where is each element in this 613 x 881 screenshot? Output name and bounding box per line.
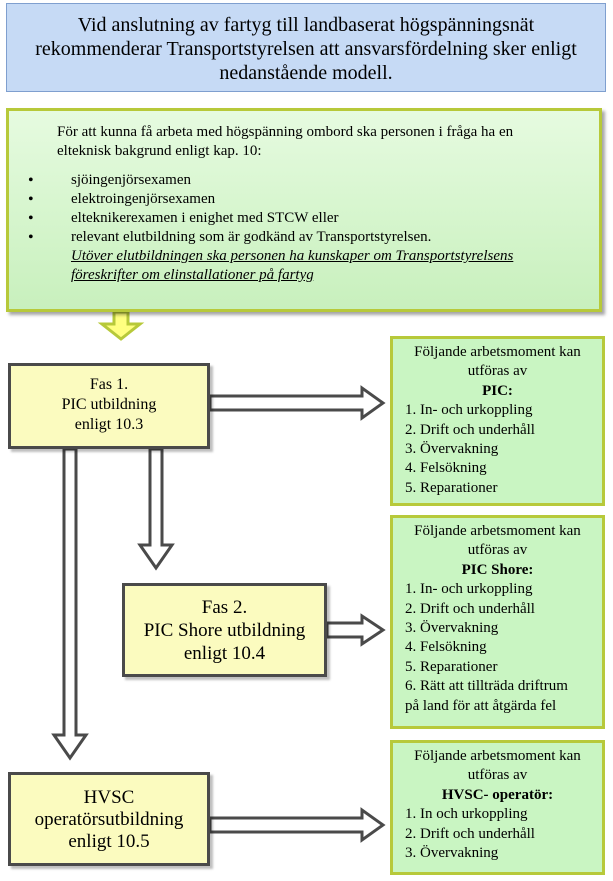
panel-heading-line: Följande arbetsmoment kan [414,523,581,539]
prerequisites-box: För att kunna få arbeta med högspänning … [6,108,602,312]
panel-heading-line: utföras av [467,767,528,784]
task-item: 1. In och urkoppling [405,806,528,823]
task-item: på land för att åtgärda fel [405,697,557,714]
phase-1-line: enligt 10.3 [74,416,144,433]
prerequisites-intro-line: elteknisk bakgrund enligt kap. 10: [57,143,262,159]
arrow-fas1-to-hvsc [51,447,89,761]
phase-1-box: Fas 1. PIC utbildning enligt 10.3 [8,363,210,449]
pic-tasks-panel: Följande arbetsmoment kan utföras av PIC… [390,336,605,506]
phase-2-line: Fas 2. [201,597,248,618]
task-item: 1. In- och urkoppling [405,402,533,419]
panel-role: PIC: [482,382,513,399]
header-box: Vid anslutning av fartyg till landbasera… [6,3,606,92]
header-line: Vid anslutning av fartyg till landbasera… [77,14,535,36]
hvsc-phase-line: HVSC [83,787,135,808]
arrow-fas1-to-panel1 [208,385,386,421]
phase-1-line: PIC utbildning [61,396,157,413]
prerequisites-intro-line: För att kunna få arbeta med högspänning … [57,124,514,140]
task-item: 3. Övervakning [405,620,499,637]
hvsc-phase-line: operatörsutbildning [34,809,184,830]
task-item: 2. Drift och underhåll [405,600,535,617]
task-item: 1. In- och urkoppling [405,581,533,598]
arrow-hvsc-to-panel3 [208,807,386,843]
panel-heading-line: Följande arbetsmoment kan [414,344,581,360]
phase-2-line: PIC Shore utbildning [143,620,306,641]
header-line: rekommenderar Transportstyrelsen att ans… [35,38,577,60]
task-item: 2. Drift och underhåll [405,825,535,842]
phase-1-line: Fas 1. [89,376,129,393]
header-line: nedanstående modell. [219,62,393,84]
task-item: 3. Övervakning [405,441,499,458]
task-item: 4. Felsökning [405,639,487,656]
prerequisite-item: elteknikerexamen i enighet med STCW elle… [23,209,585,228]
phase-2-line: enligt 10.4 [183,643,266,664]
panel-heading-line: Följande arbetsmoment kan [414,748,581,764]
prerequisites-note-line: Utöver elutbildningen ska personen ha ku… [71,248,514,264]
arrow-fas2-to-panel2 [325,613,386,647]
arrow-prereq-to-fas1 [97,310,145,341]
task-item: 5. Reparationer [405,658,498,675]
panel-role: HVSC- operatör: [441,786,554,803]
hvsc-phase-line: enligt 10.5 [68,831,150,852]
arrow-fas1-to-fas2 [137,447,175,571]
task-item: 2. Drift och underhåll [405,421,535,438]
prerequisites-note-line: föreskrifter om elinstallationer på fart… [71,267,314,283]
prerequisite-item: elektroingenjörsexamen [23,190,585,209]
panel-heading-line: utföras av [467,542,528,559]
prerequisites-list: sjöingenjörsexamen elektroingenjörsexame… [23,171,585,247]
pic-shore-tasks-panel: Följande arbetsmoment kan utföras av PIC… [390,515,605,729]
hvsc-phase-box: HVSC operatörsutbildning enligt 10.5 [8,772,210,866]
phase-2-box: Fas 2. PIC Shore utbildning enligt 10.4 [122,583,327,677]
prerequisite-item: relevant elutbildning som är godkänd av … [23,228,585,247]
task-item: 4. Felsökning [405,460,487,477]
task-item: 6. Rätt att tillträda driftrum [405,678,568,695]
panel-role: PIC Shore: [461,561,534,578]
prerequisite-item: sjöingenjörsexamen [23,171,585,190]
task-item: 5. Reparationer [405,479,498,496]
hvsc-tasks-panel: Följande arbetsmoment kan utföras av HVS… [390,740,605,875]
panel-heading-line: utföras av [467,363,528,380]
task-item: 3. Övervakning [405,845,499,862]
